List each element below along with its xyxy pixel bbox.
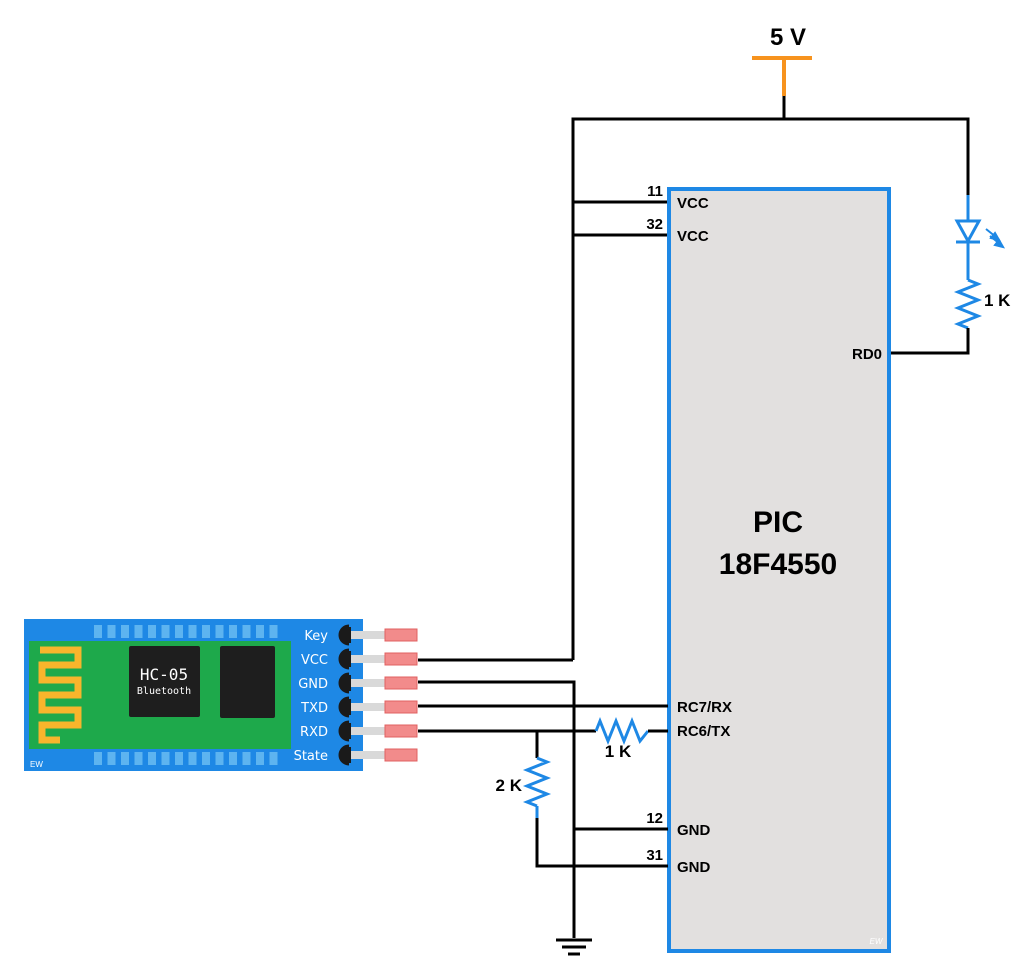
module-chip-main xyxy=(129,646,200,717)
pin-number-11: 11 xyxy=(647,183,663,200)
module-subtitle: Bluetooth xyxy=(137,686,191,697)
pcb-pad xyxy=(107,625,116,638)
led-icon xyxy=(954,219,982,245)
pcb-pad xyxy=(148,752,156,765)
pin-label-vcc-32: VCC xyxy=(677,228,709,245)
module-header: Key VCC GND TXD RXD State xyxy=(294,629,329,764)
pcb-pad xyxy=(269,625,278,638)
pcb-pad xyxy=(215,752,224,765)
power-supply-5v: 5 V xyxy=(752,24,812,96)
power-rail xyxy=(418,96,970,662)
pcb-pad xyxy=(175,625,183,638)
pin-number-31: 31 xyxy=(646,847,663,864)
pin-number-32: 32 xyxy=(646,216,663,233)
pcb-pad xyxy=(256,625,264,638)
pcb-pad xyxy=(202,752,210,765)
pcb-pads-top xyxy=(94,625,278,638)
pcb-pad xyxy=(242,752,251,765)
header-pin-txd xyxy=(338,696,418,718)
pcb-pad xyxy=(188,625,197,638)
header-label-key: Key xyxy=(304,629,328,644)
pcb-pad xyxy=(134,625,143,638)
rd0-wire xyxy=(888,328,970,355)
antenna-icon xyxy=(38,646,82,744)
module-watermark: EW xyxy=(30,760,43,769)
pcb-pad xyxy=(256,752,264,765)
mcu-body xyxy=(667,187,891,953)
pin-label-gnd-12: GND xyxy=(677,822,711,839)
signal-wiring: 1 K 2 K xyxy=(418,680,668,938)
header-pin-gnd xyxy=(338,672,418,694)
divider-resistor-icon xyxy=(522,756,552,808)
module-chip-secondary xyxy=(220,646,275,718)
pcb-pad xyxy=(175,752,183,765)
pin-label-rd0: RD0 xyxy=(852,346,882,363)
header-pin-rxd xyxy=(338,720,418,742)
pin-label-vcc-11: VCC xyxy=(677,195,709,212)
led-resistor-icon xyxy=(953,278,983,330)
pcb-pad xyxy=(161,752,170,765)
pcb-pad xyxy=(269,752,278,765)
led-branch: 1 K xyxy=(888,195,1011,355)
pcb-pads-bottom xyxy=(94,752,278,765)
vcc-rail-wire xyxy=(571,117,970,660)
hc05-bluetooth-module: HC-05 Bluetooth EW Key VCC GND TXD RXD S… xyxy=(24,619,418,771)
pcb-pad xyxy=(229,752,237,765)
pic-microcontroller: PIC 18F4550 EW 11 VCC 32 VCC RD0 RC7/RX … xyxy=(646,183,891,953)
pcb-pad xyxy=(94,625,102,638)
pcb-pad xyxy=(107,752,116,765)
pcb-pad xyxy=(121,625,129,638)
pin-label-rc7-rx: RC7/RX xyxy=(677,699,732,716)
pcb-pad xyxy=(121,752,129,765)
pcb-pad xyxy=(229,625,237,638)
pcb-pad xyxy=(161,625,170,638)
pcb-pad xyxy=(134,752,143,765)
divider-resistor-label: 2 K xyxy=(496,776,523,795)
header-pins xyxy=(338,624,418,766)
pcb-pad xyxy=(202,625,210,638)
pin-number-12: 12 xyxy=(646,810,663,827)
header-label-gnd: GND xyxy=(298,677,328,692)
light-emission-icon xyxy=(985,228,1006,249)
gnd-pin31-wire xyxy=(535,818,668,868)
header-label-state: State xyxy=(294,749,328,764)
header-pin-key xyxy=(338,624,418,646)
pcb-pad xyxy=(94,752,102,765)
pcb-pad xyxy=(188,752,197,765)
ground-bus-wire xyxy=(418,680,576,938)
led-resistor-label: 1 K xyxy=(984,291,1011,310)
tx-resistor-label: 1 K xyxy=(605,742,632,761)
ground-icon xyxy=(556,938,592,956)
pin-label-rc6-tx: RC6/TX xyxy=(677,723,730,740)
pcb-pad xyxy=(148,625,156,638)
header-label-vcc: VCC xyxy=(301,653,328,668)
pin-label-gnd-31: GND xyxy=(677,859,711,876)
header-label-txd: TXD xyxy=(300,701,328,716)
header-pin-vcc xyxy=(338,648,418,670)
header-pin-state xyxy=(338,744,418,766)
pcb-pad xyxy=(242,625,251,638)
header-label-rxd: RXD xyxy=(300,725,328,740)
supply-label: 5 V xyxy=(770,24,806,51)
mcu-title: PIC xyxy=(753,506,803,539)
mcu-watermark: EW xyxy=(870,937,884,946)
module-name: HC-05 xyxy=(140,665,188,684)
pcb-pad xyxy=(215,625,224,638)
tx-resistor-icon xyxy=(594,716,650,746)
mcu-model: 18F4550 xyxy=(719,548,837,581)
